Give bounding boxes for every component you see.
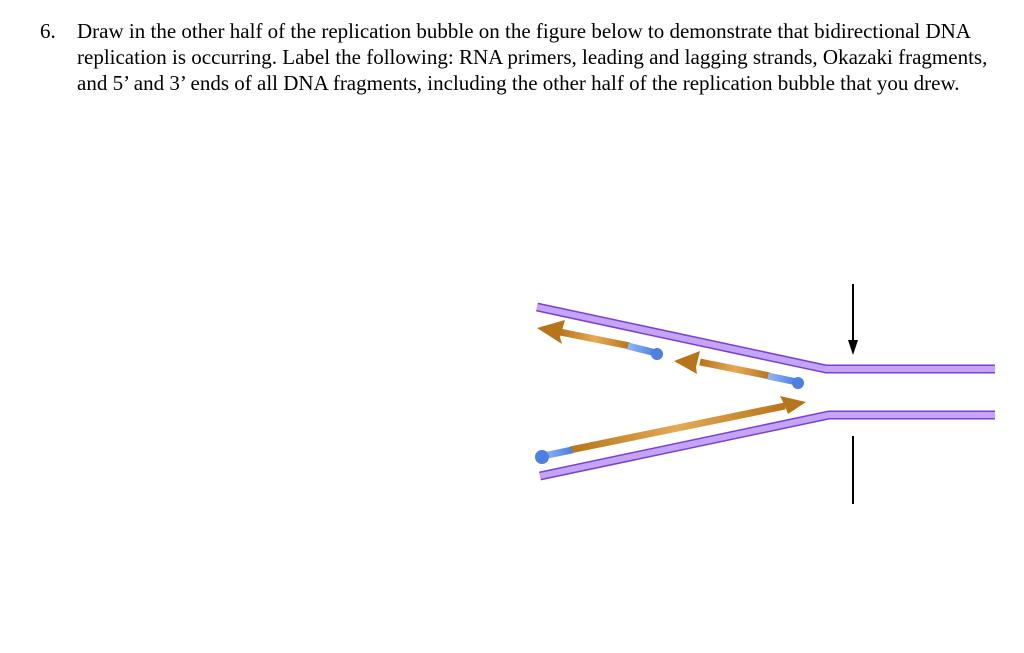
top-parental-strand	[536, 302, 995, 374]
rna-primer-cap	[535, 450, 549, 464]
origin-marker-top-arrow	[848, 284, 858, 355]
okazaki-fragment-2	[674, 351, 804, 389]
question-6: 6. Draw in the other half of the replica…	[40, 18, 1000, 96]
leading-strand	[535, 396, 806, 464]
question-number: 6.	[40, 19, 56, 43]
okazaki-fragment-1	[537, 320, 663, 360]
rna-primer-cap	[792, 377, 804, 389]
bottom-parental-strand	[539, 410, 995, 481]
rna-primer-cap	[651, 348, 663, 360]
question-text: Draw in the other half of the replicatio…	[77, 19, 988, 95]
